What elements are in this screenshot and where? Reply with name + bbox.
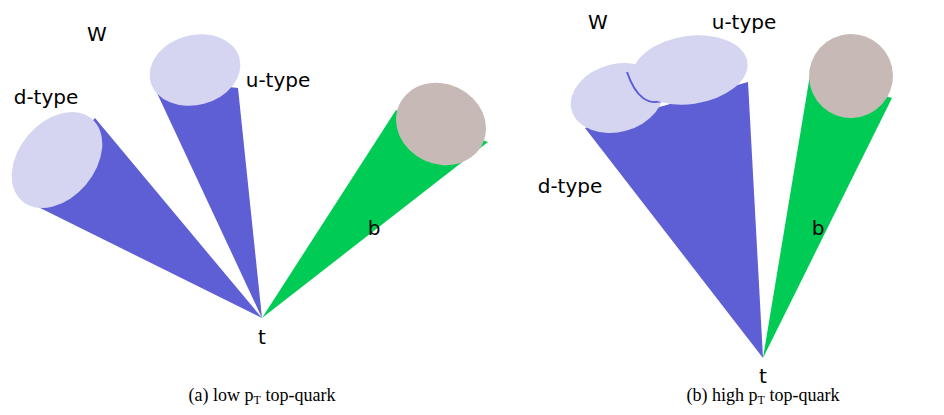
- jet-label: d-type: [538, 176, 603, 196]
- jet-label: u-type: [246, 70, 311, 90]
- u-type-jet-cone: [150, 78, 262, 318]
- vertex-label: t: [258, 327, 266, 347]
- jet-label: b: [812, 218, 825, 238]
- jet-group-label: W: [87, 24, 107, 44]
- low-pt-panel: [0, 24, 500, 318]
- b-jet-cone: [763, 75, 892, 358]
- b-jet-face: [797, 22, 905, 130]
- vertex-label: t: [759, 366, 767, 386]
- high-pt-panel: [563, 22, 905, 358]
- jet-label: u-type: [712, 12, 777, 32]
- u-type-jet-face: [142, 24, 249, 115]
- u-type-jet-face: [628, 28, 752, 111]
- panel-caption: (b) high pT top-quark: [687, 386, 840, 406]
- b-jet-face: [382, 68, 499, 179]
- d-type-jet-face: [0, 94, 121, 226]
- panel-caption: (a) low pT top-quark: [189, 386, 336, 406]
- jet-group-label: W: [588, 12, 608, 32]
- jet-label: d-type: [14, 87, 79, 107]
- jet-label: b: [368, 218, 381, 238]
